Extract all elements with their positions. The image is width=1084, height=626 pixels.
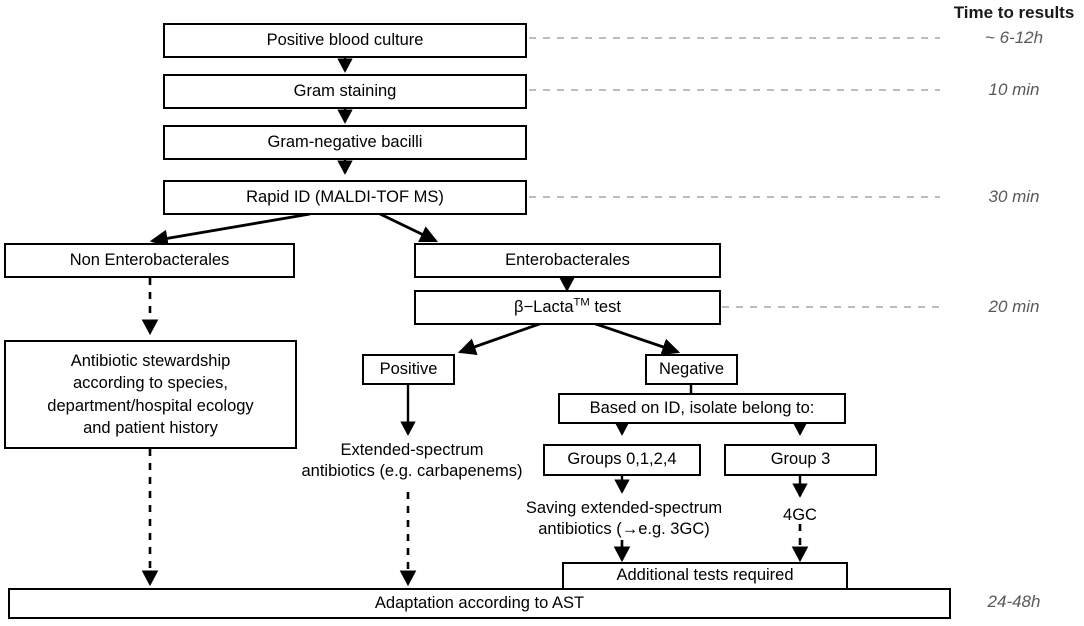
saving-line-1: Saving extended-spectrum [525,499,723,517]
beta-lacta-suffix: test [589,297,621,316]
node-enterobacterales[interactable]: Enterobacterales [414,243,721,278]
node-label: Negative [658,359,725,378]
node-label: Non Enterobacterales [69,250,230,269]
stewardship-line-2: according to species, [72,374,228,393]
text-saving-extended-spectrum: Saving extended-spectrum antibiotics (→e… [500,498,748,541]
extended-line-1: Extended-spectrum [340,441,484,459]
timeline-label-10-min: 10 min [988,80,1040,99]
node-groups-0124[interactable]: Groups 0,1,2,4 [543,444,701,476]
betalacta-split [457,320,681,356]
stewardship-line-1: Antibiotic stewardship [70,351,231,370]
timeline-heading: Time to results [953,3,1075,22]
node-label: Rapid ID (MALDI-TOF MS) [246,187,444,206]
timeline-label-6-12h: ~ 6-12h [984,28,1044,47]
timeline-label-20-min: 20 min [988,297,1040,316]
node-group-3[interactable]: Group 3 [724,444,877,476]
node-label: Groups 0,1,2,4 [567,450,677,469]
node-label: Group 3 [770,450,831,469]
node-label: Enterobacterales [505,250,630,269]
timeline-label-24-48h: 24-48h [987,592,1041,611]
node-label: Positive [379,359,438,378]
node-gram-negative-bacilli[interactable]: Gram-negative bacilli [163,125,527,160]
node-negative[interactable]: Negative [645,354,738,385]
node-antibiotic-stewardship[interactable]: Antibiotic stewardship according to spec… [4,340,297,449]
trademark-mark: TM [573,296,590,309]
text-extended-spectrum-antibiotics: Extended-spectrum antibiotics (e.g. carb… [298,440,526,483]
node-label: Positive blood culture [266,30,424,49]
node-label: β−LactaTM test [514,297,621,318]
stewardship-line-3: department/hospital ecology [47,396,254,415]
node-beta-lacta-test[interactable]: β−LactaTM test [414,290,721,325]
timeline-label-30-min: 30 min [988,187,1040,206]
fourgc-label: 4GC [783,506,817,524]
node-non-enterobacterales[interactable]: Non Enterobacterales [4,243,295,278]
node-positive-blood-culture[interactable]: Positive blood culture [163,23,527,58]
rapid-id-split [149,212,439,247]
text-4gc: 4GC [768,505,832,526]
beta-lacta-prefix: β−Lacta [514,297,574,316]
extended-line-2: antibiotics (e.g. carbapenems) [301,462,523,481]
node-positive[interactable]: Positive [362,354,455,385]
node-adaptation-according-to-ast[interactable]: Adaptation according to AST [8,588,951,619]
node-rapid-id[interactable]: Rapid ID (MALDI-TOF MS) [163,180,527,215]
node-label: Adaptation according to AST [374,593,585,612]
stewardship-line-4: and patient history [83,418,218,437]
node-additional-tests-required[interactable]: Additional tests required [562,562,848,590]
node-label: Additional tests required [616,566,794,585]
basedonid-split [614,421,808,436]
node-gram-staining[interactable]: Gram staining [163,74,527,109]
node-label: Based on ID, isolate belong to: [589,398,815,417]
node-based-on-id[interactable]: Based on ID, isolate belong to: [558,393,846,424]
saving-line-2: antibiotics (→e.g. 3GC) [538,520,710,539]
node-label: Gram staining [293,81,397,100]
node-label: Gram-negative bacilli [267,132,423,151]
